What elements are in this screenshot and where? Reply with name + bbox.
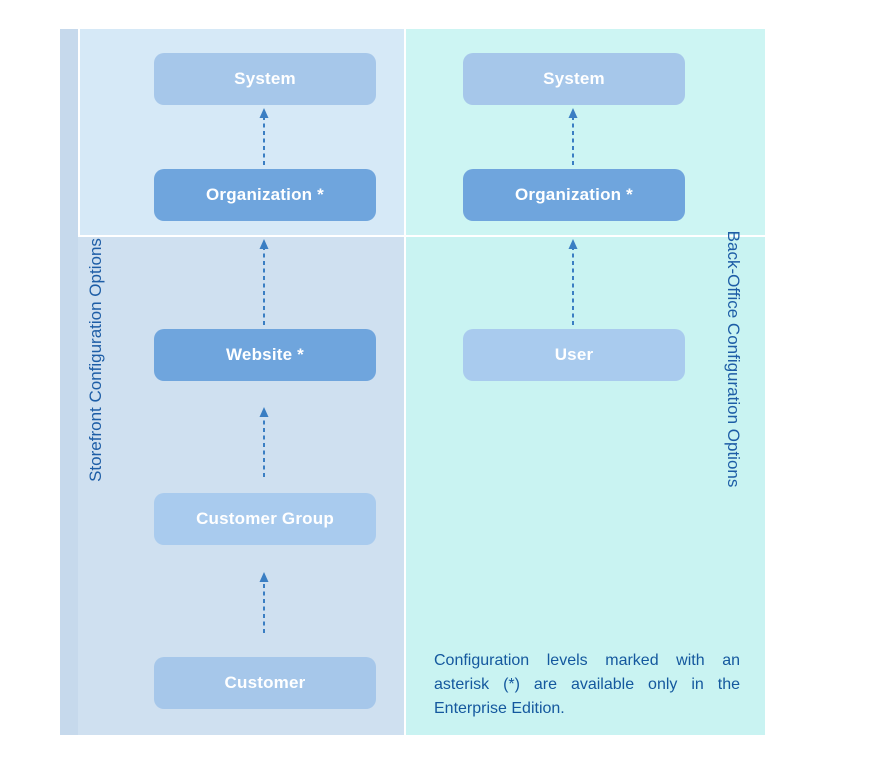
node-label: Website * <box>225 345 304 364</box>
enterprise-edition-note: Configuration levels marked with an aste… <box>434 652 740 717</box>
node-website: Website * <box>154 329 376 381</box>
node-label: Organization * <box>514 185 634 204</box>
backoffice-panel-label: Back-Office Configuration Options <box>724 230 743 488</box>
node-system-storefront: System <box>154 53 376 105</box>
node-system-backoffice: System <box>463 53 685 105</box>
backoffice-panel <box>406 237 765 735</box>
node-label: Customer <box>224 673 306 692</box>
node-organization-backoffice: Organization * <box>463 169 685 221</box>
node-user: User <box>463 329 685 381</box>
left-edge-strip <box>60 29 78 735</box>
node-label: System <box>543 69 605 88</box>
node-organization-storefront: Organization * <box>154 169 376 221</box>
node-customer-group: Customer Group <box>154 493 376 545</box>
node-label: Customer Group <box>196 509 334 528</box>
node-label: User <box>554 345 594 364</box>
storefront-panel-label: Storefront Configuration Options <box>86 238 105 482</box>
node-label: System <box>234 69 296 88</box>
node-label: Organization * <box>205 185 325 204</box>
storefront-panel <box>78 237 404 735</box>
node-customer: Customer <box>154 657 376 709</box>
